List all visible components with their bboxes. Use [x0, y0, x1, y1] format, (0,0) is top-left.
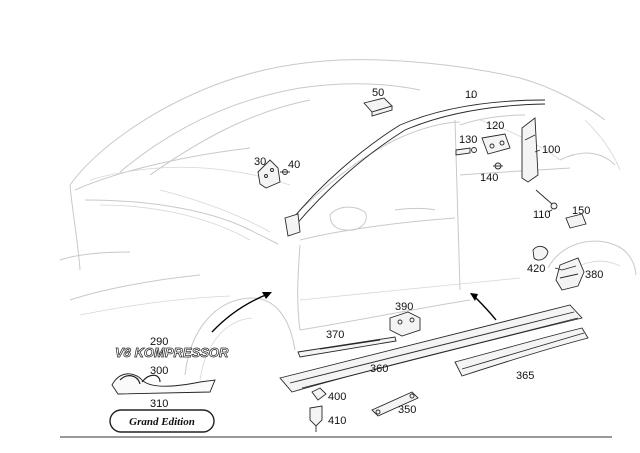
callout-300: 300: [150, 365, 168, 377]
part-140-screw: [493, 162, 503, 170]
callout-120: 120: [486, 120, 504, 132]
part-380-rear-bracket: [555, 257, 585, 291]
badge-290-v8-kompressor: V8 KOMPRESSOR: [115, 345, 230, 361]
callout-130: 130: [459, 134, 477, 146]
callout-380: 380: [585, 269, 603, 281]
arrow-fender-to-badges: [211, 292, 272, 333]
part-10-roof-trim-strip: [284, 99, 546, 237]
part-100-pillar-cover: [521, 117, 539, 183]
callout-370: 370: [326, 329, 344, 341]
callout-labels: 10 50 30 40 120 130 140 100 110 150 420 …: [150, 87, 603, 427]
part-390-bracket: [389, 311, 421, 337]
callout-40: 40: [288, 159, 300, 171]
callout-140: 140: [480, 172, 498, 184]
callout-110: 110: [533, 209, 551, 221]
part-50-clip: [363, 97, 393, 117]
callout-400: 400: [328, 391, 346, 403]
callout-310: 310: [150, 398, 168, 410]
part-130-screws: [455, 147, 477, 156]
callout-365: 365: [516, 370, 534, 382]
arrow-sill-to-door: [470, 293, 497, 321]
part-365-lower-strip: [454, 327, 589, 377]
part-420-clip: [532, 245, 549, 261]
callout-360: 360: [370, 363, 388, 375]
part-30-bracket: [257, 159, 281, 189]
part-150-cap: [565, 213, 587, 229]
part-40-screw: [280, 169, 290, 175]
badge-300-model-emblem: [111, 373, 216, 395]
part-400-clip: [311, 387, 327, 401]
part-350-bracket: [371, 391, 419, 417]
part-120-bracket: [481, 133, 511, 155]
callout-290: 290: [150, 336, 168, 348]
car-body-outline: [59, 59, 637, 381]
badge-310-grand-edition: Grand Edition: [109, 409, 215, 433]
callout-50: 50: [372, 87, 384, 99]
part-110-screw: [535, 189, 558, 210]
part-360-sill-panel: [279, 304, 583, 393]
callout-350: 350: [398, 404, 416, 416]
callout-390: 390: [395, 301, 413, 313]
grand-edition-lettering: Grand Edition: [129, 416, 195, 428]
callout-150: 150: [572, 205, 590, 217]
v8-kompressor-lettering: V8 KOMPRESSOR: [115, 345, 229, 360]
callout-410: 410: [328, 415, 346, 427]
callout-420: 420: [527, 263, 545, 275]
part-410-expander: [309, 405, 323, 432]
callout-30: 30: [254, 156, 266, 168]
callout-100: 100: [542, 144, 560, 156]
part-370-trim-strip: [297, 336, 397, 358]
callout-10: 10: [465, 89, 477, 101]
leader-lines: [471, 96, 563, 271]
